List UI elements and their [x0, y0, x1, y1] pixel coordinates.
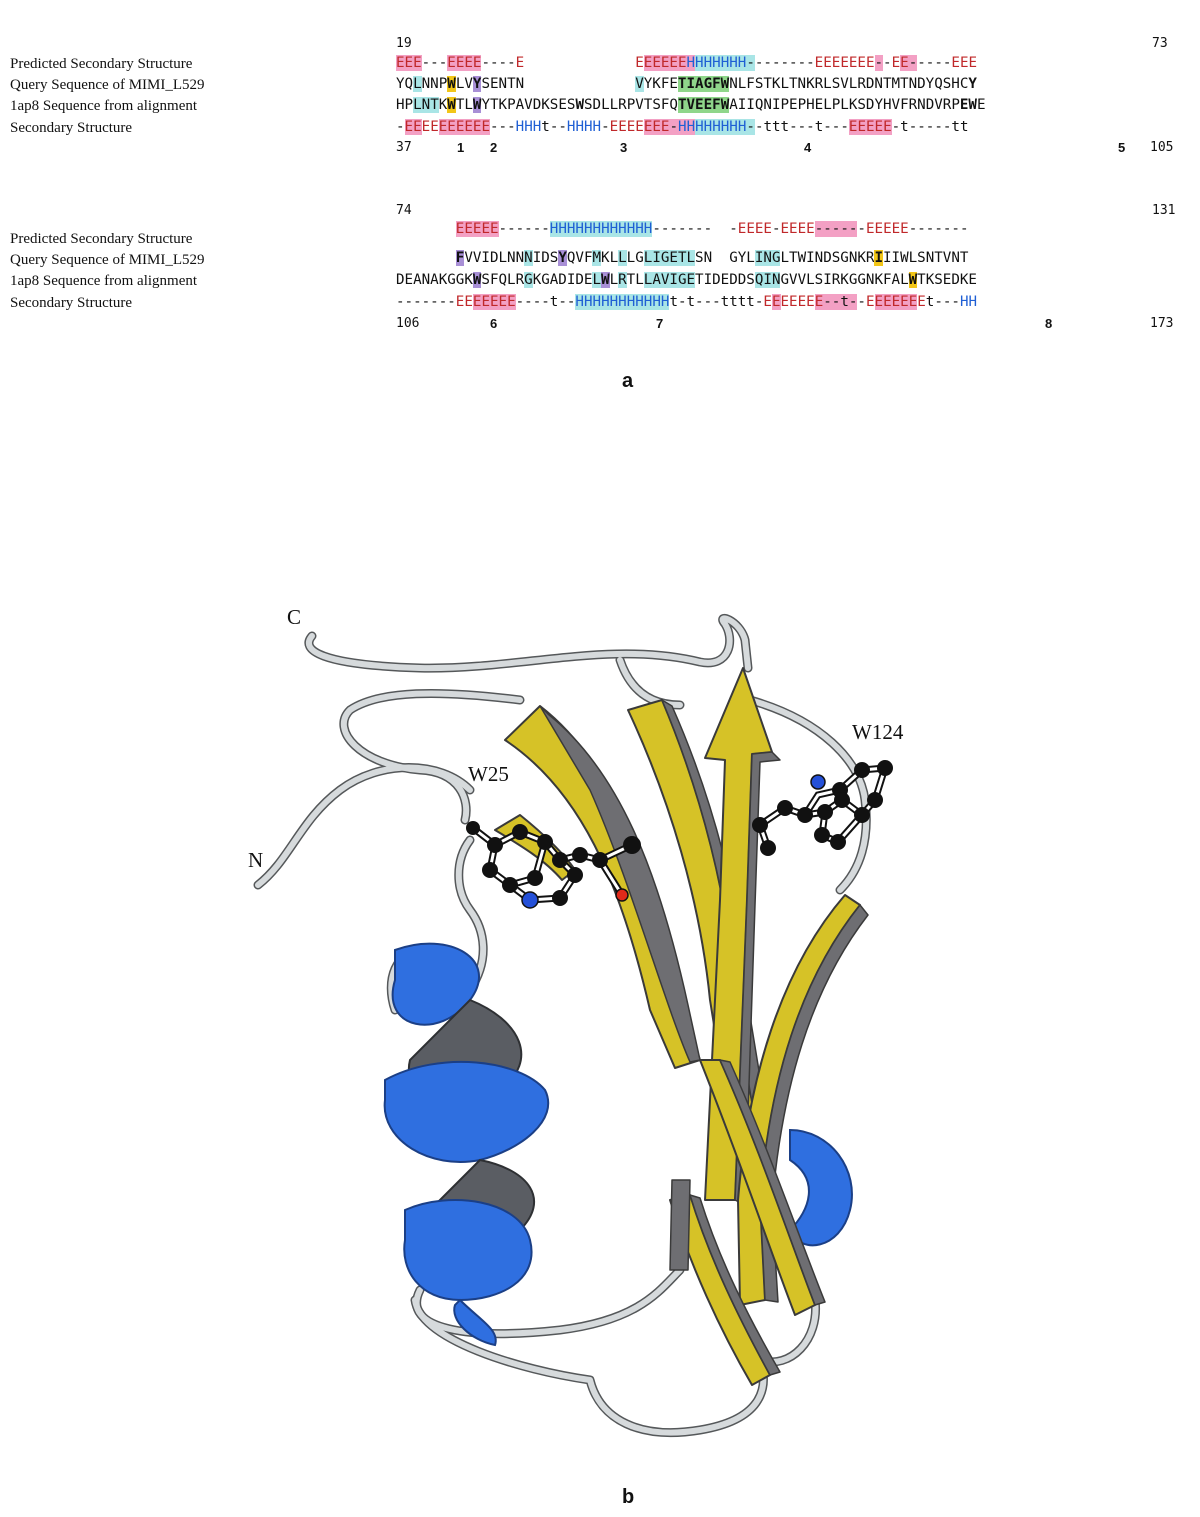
- block2-secondary-structure-row: -------EEEEEEE----t--HHHHHHHHHHHt-t---tt…: [396, 294, 978, 310]
- block1-end-top: 73: [1152, 36, 1168, 51]
- block1-1ap8-sequence-row: HPLNTKWTLWYTKPAVDKSESWSDLLRPVTSFQTVEEFWA…: [396, 97, 986, 113]
- block2-predicted-ss-row: EEEEE------HHHHHHHHHHHH------- -EEEE-EEE…: [455, 221, 969, 237]
- panel-label-a: a: [622, 370, 634, 392]
- c-terminus-label: C: [287, 605, 302, 629]
- n-terminus-label: N: [248, 848, 264, 872]
- w124-sidechain: [752, 760, 893, 856]
- coil-backbone-highlight: [255, 615, 870, 1436]
- block1-end-bottom: 105: [1150, 140, 1174, 155]
- block2-end-bottom: 173: [1150, 316, 1174, 331]
- row-label-query-seq-2: Query Sequence of MIMI_L529: [10, 252, 205, 268]
- row-label-secondary-structure: Secondary Structure: [10, 120, 133, 136]
- block1-start-top: 19: [396, 36, 412, 51]
- motif-label-5: 5: [1118, 140, 1126, 155]
- block2-query-sequence-row: FVVIDLNNNIDSYQVFMKLLLGLIGETLSN GYLINGLTW…: [455, 250, 969, 266]
- block2-start-top: 74: [396, 203, 412, 218]
- motif-label-4: 4: [804, 140, 812, 155]
- motif-label-6: 6: [490, 316, 498, 331]
- row-label-predicted-ss-2: Predicted Secondary Structure: [10, 231, 193, 247]
- alpha-helix-right: [788, 1128, 853, 1247]
- w25-label: W25: [468, 762, 509, 786]
- block1-query-sequence-row: YQLNNPWLVYSENTN VYKFETIAGFWNLFSTKLTNKRLS…: [396, 76, 977, 92]
- alpha-helix-left: [383, 942, 550, 1347]
- row-label-predicted-ss: Predicted Secondary Structure: [10, 56, 193, 72]
- block2-start-bottom: 106: [396, 316, 420, 331]
- w25-sidechain: [466, 821, 641, 909]
- row-label-secondary-structure-2: Secondary Structure: [10, 295, 133, 311]
- motif-label-8: 8: [1045, 316, 1053, 331]
- beta-strands: [494, 667, 869, 1386]
- row-label-1ap8-seq-2: 1ap8 Sequence from alignment: [10, 273, 198, 289]
- block2-end-top: 131: [1152, 203, 1176, 218]
- w124-label: W124: [852, 720, 904, 744]
- motif-label-3: 3: [620, 140, 628, 155]
- block1-secondary-structure-row: -EEEEEEEEEE---HHHt--HHHH-EEEEEEE-HHHHHHH…: [396, 119, 969, 135]
- block2-1ap8-sequence-row: DEANAKGGKWSFQLRGKGADIDELWLRTLLAVIGETIDED…: [396, 272, 977, 288]
- panel-label-b: b: [622, 1486, 635, 1508]
- motif-label-1: 1: [457, 140, 465, 155]
- row-label-query-seq: Query Sequence of MIMI_L529: [10, 77, 205, 93]
- motif-label-2: 2: [490, 140, 498, 155]
- motif-label-7: 7: [656, 316, 664, 331]
- block1-start-bottom: 37: [396, 140, 412, 155]
- block1-predicted-ss-row: EEE---EEEE----E EEEEEEHHHHHHH--------EEE…: [396, 55, 978, 71]
- row-label-1ap8-seq: 1ap8 Sequence from alignment: [10, 98, 198, 114]
